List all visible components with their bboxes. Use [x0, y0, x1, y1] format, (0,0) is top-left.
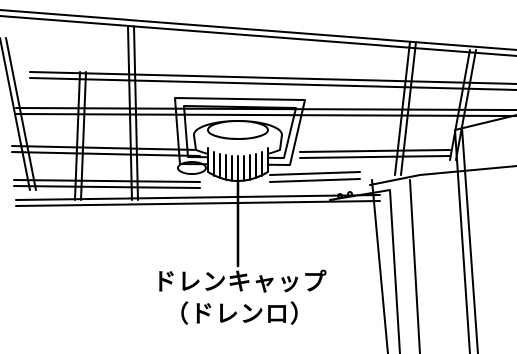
callout-label-line2: （ドレンロ）: [165, 300, 315, 328]
drain-mount-plate: [174, 97, 306, 166]
unit-housing: [329, 114, 517, 354]
callout-label-line1: ドレンキャップ: [152, 268, 328, 296]
ceiling-grid: [0, 9, 517, 207]
drain-cap: [177, 120, 283, 182]
